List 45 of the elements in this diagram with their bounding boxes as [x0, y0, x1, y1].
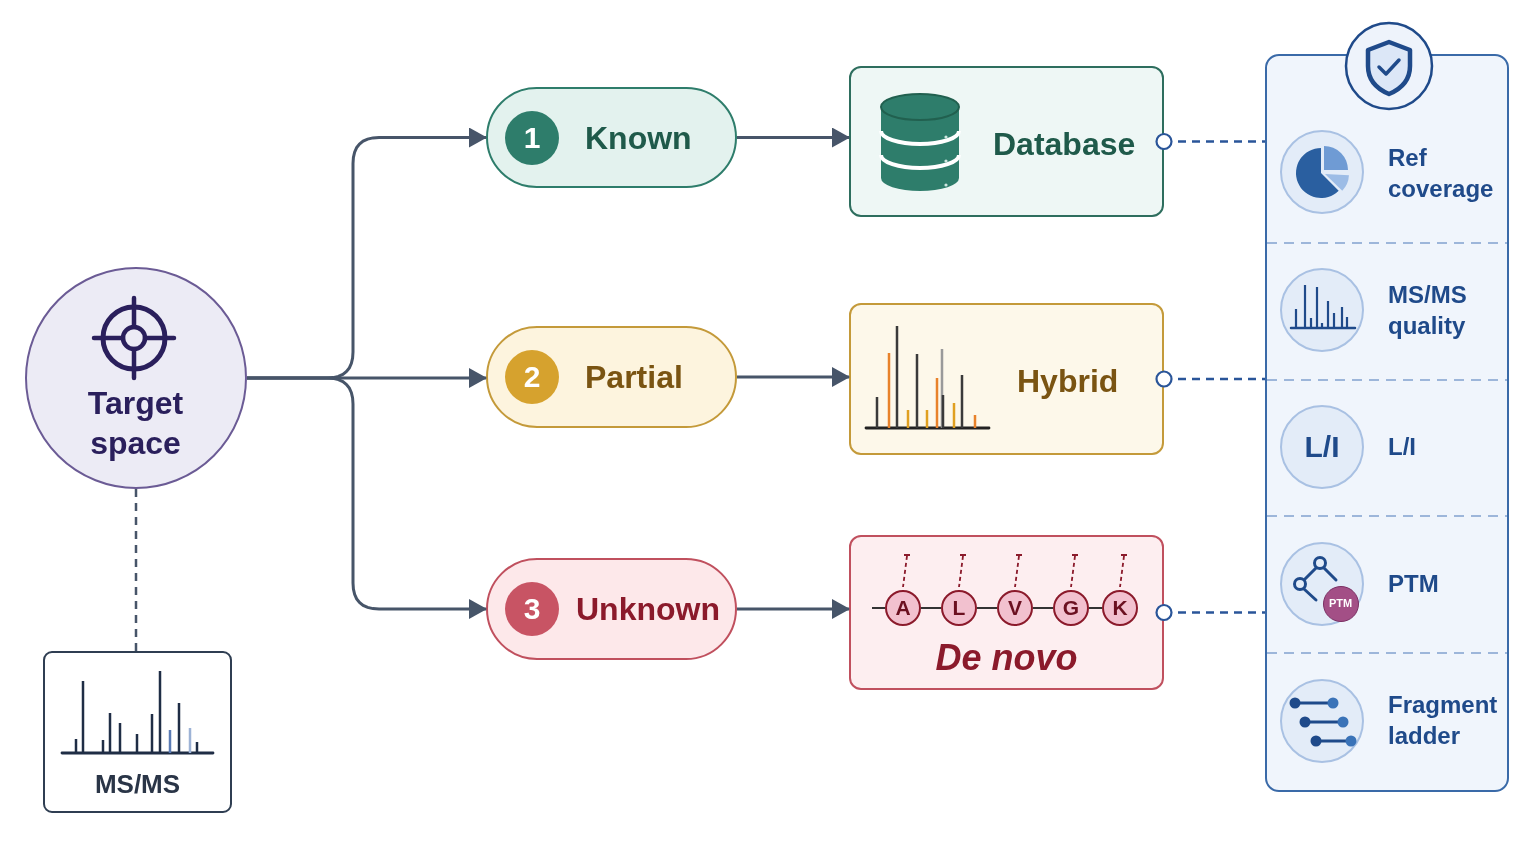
step-number: 1 [505, 111, 559, 165]
node-label: Unknown [576, 590, 720, 629]
step-number: 2 [505, 350, 559, 404]
backbone-line [976, 607, 998, 609]
backbone-line [1088, 607, 1103, 609]
backbone-line [871, 607, 886, 609]
arrow [737, 127, 850, 148]
validation-panel [1265, 54, 1509, 792]
row-label: PTM [1388, 569, 1440, 599]
residue-circle [1053, 590, 1089, 626]
residue-letter: G [1061, 595, 1081, 621]
row-label: Fragment ladder [1388, 690, 1499, 751]
dashed-connector [1155, 132, 1265, 151]
residue-circle [941, 590, 977, 626]
residue-circle [997, 590, 1033, 626]
residue-letter: A [894, 595, 912, 621]
dashed-connector [1155, 370, 1265, 388]
method-box [849, 66, 1164, 217]
residue-circle [885, 590, 921, 626]
node-label: MS/MS [93, 768, 182, 800]
badge-label: PTM [1327, 596, 1354, 611]
residue-letter: L [951, 595, 967, 621]
dashed-connector [134, 489, 138, 651]
row-label: L/I [1388, 432, 1417, 462]
arrow [737, 599, 850, 619]
node-label: Database [993, 125, 1136, 164]
node-label: Hybrid [1017, 362, 1119, 401]
row-label: MS/MS quality [1388, 280, 1468, 341]
step-number: 3 [505, 582, 559, 636]
backbone-line [1032, 607, 1054, 609]
arrow [737, 367, 850, 387]
residue-circle [1102, 590, 1138, 626]
node-label: Target space [86, 383, 185, 463]
letter-label: L/I [1303, 429, 1341, 465]
arrow [247, 376, 487, 619]
node-label: De novo [934, 636, 1079, 680]
dashed-connector [1155, 603, 1265, 622]
node-label: Partial [585, 358, 683, 397]
node-label: Known [585, 119, 692, 158]
residue-letter: V [1007, 595, 1023, 621]
method-box [849, 303, 1164, 455]
residue-letter: K [1111, 595, 1129, 621]
backbone-line [920, 607, 942, 609]
row-label: Ref coverage [1388, 143, 1495, 204]
spectrum-card [43, 651, 232, 813]
